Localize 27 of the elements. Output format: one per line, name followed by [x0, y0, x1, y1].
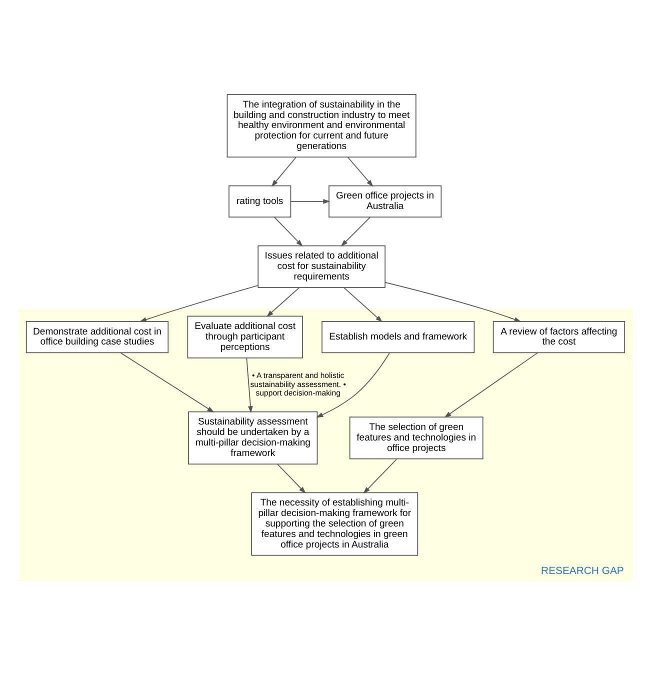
arrow — [384, 281, 522, 322]
arrow — [266, 286, 300, 316]
arrow — [363, 458, 398, 494]
node-box: Demonstrate additional cost in office building case studies — [26, 320, 169, 353]
node-box: rating tools — [228, 184, 292, 218]
node-box: Evaluate additional cost through participant perceptions — [187, 315, 303, 358]
node-box: A review of factors affecting the cost — [492, 320, 626, 353]
node-box: Establish models and framework — [322, 320, 475, 353]
node-box: The selection of green features and technologies in office projects — [349, 416, 484, 459]
arrow — [290, 198, 330, 204]
node-box: Green office projects in Australia — [328, 184, 442, 218]
arrow — [140, 284, 258, 322]
arrow — [444, 352, 538, 418]
arrow — [276, 463, 306, 493]
node-box: The necessity of establishing multi-pillar decision-making framework for supporting the selection of green features and technologies in green office projects in Australia — [251, 492, 418, 556]
arrow — [347, 156, 374, 186]
arrow — [120, 352, 214, 412]
arrow — [271, 156, 297, 186]
node-box: Issues related to additional cost for sustainability requirements — [258, 244, 386, 288]
edge-label: • A transparent and holistic sustainability assessment. • support decision-making — [250, 370, 346, 398]
arrow — [274, 216, 303, 246]
arrow — [340, 216, 370, 246]
node-box: Sustainability assessment should be undertaken by a multi-pillar decision-making framework — [188, 410, 318, 464]
arrow — [316, 352, 390, 418]
arrow — [246, 357, 253, 413]
arrow — [344, 286, 383, 322]
node-box: The integration of sustainability in the building and construction industry to meet healthy environment and environmental protection for current and future generations — [226, 94, 416, 158]
